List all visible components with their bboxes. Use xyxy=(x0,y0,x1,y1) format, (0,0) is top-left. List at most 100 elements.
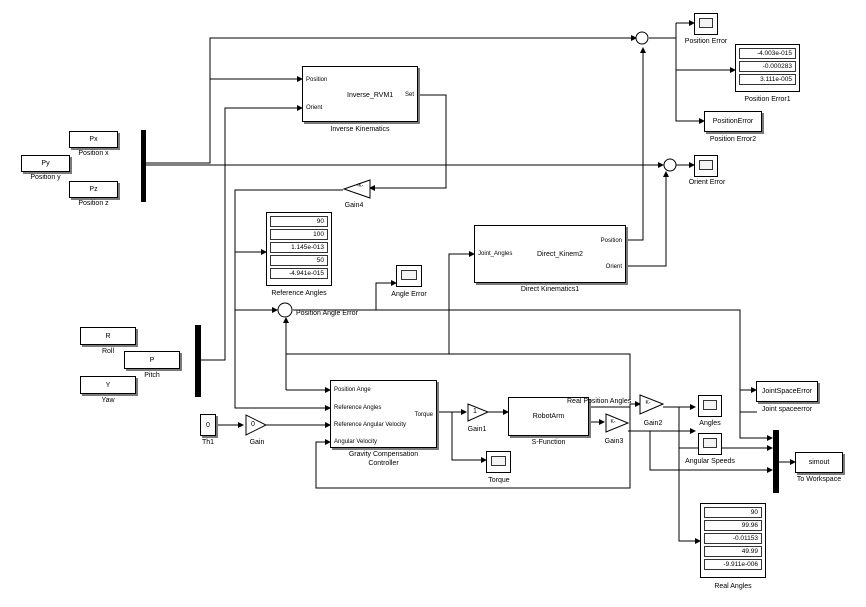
joint-space-error-label: JointSpaceError xyxy=(761,388,813,395)
position-error2-caption: Position Error2 xyxy=(709,136,757,143)
angle-error-scope[interactable] xyxy=(396,265,422,287)
gain3-caption: Gain3 xyxy=(604,438,624,445)
th1-constant-block[interactable]: 0 xyxy=(200,414,216,436)
roll-constant-block[interactable]: R xyxy=(80,327,136,345)
th1-caption: Th1 xyxy=(201,439,215,446)
reference-angles-display[interactable]: 90 100 1.145e-013 50 -4.941e-015 xyxy=(266,212,332,286)
output-mux-bar[interactable] xyxy=(773,430,779,493)
display-value: 1.145e-013 xyxy=(270,242,328,253)
joint-space-error-caption: Joint spaceerror xyxy=(761,406,813,413)
position-error2-block[interactable]: PositionError xyxy=(704,111,762,132)
position-z-caption: Position z xyxy=(78,200,109,207)
orient-error-caption: Orient Error xyxy=(688,179,726,186)
real-angles-display[interactable]: 90 99.96 -0.01153 49.99 -9.911e-006 xyxy=(700,503,766,578)
simout-to-workspace-block[interactable]: simout xyxy=(795,452,843,473)
display-value: 90 xyxy=(704,507,762,518)
position-error1-caption: Position Error1 xyxy=(744,96,791,103)
position-error-scope[interactable] xyxy=(694,13,718,35)
gain-value: 0 xyxy=(251,421,255,428)
real-position-angles-label: Real Position Angles xyxy=(567,398,632,405)
angular-speeds-scope[interactable] xyxy=(698,433,722,455)
position-error2-label: PositionError xyxy=(712,118,754,125)
direct-kinematics-caption: Direct Kinematics1 xyxy=(520,286,580,293)
direct-out-orient: Orient xyxy=(605,264,622,270)
angles-scope[interactable] xyxy=(698,395,722,417)
controller-in-position-ange: Position Ange xyxy=(334,387,371,393)
inverse-block-name: Inverse_RVM1 xyxy=(347,92,394,99)
controller-in-angular-velocity: Angular Velocity xyxy=(334,439,378,445)
gain1-caption: Gain1 xyxy=(467,426,487,433)
sfunction-caption: S-Function xyxy=(531,439,566,446)
controller-in-reference-angles: Reference Angles xyxy=(334,405,382,411)
inverse-in-orient: Orient xyxy=(306,105,323,111)
angular-speeds-caption: Angular Speeds xyxy=(685,458,735,465)
py-constant-block[interactable]: Py xyxy=(21,155,70,172)
position-error-caption: Position Error xyxy=(684,38,728,45)
px-label: Px xyxy=(89,136,98,143)
position-angle-error-label: Position Angle Error xyxy=(296,310,358,317)
display-value: -9.911e-006 xyxy=(704,559,762,570)
display-value: -0.01153 xyxy=(704,533,762,544)
position-x-caption: Position x xyxy=(78,150,109,157)
direct-kinematics-block[interactable]: Joint_Angles Direct_Kinem2 Position Orie… xyxy=(474,225,626,283)
display-value: 3.111e-005 xyxy=(739,74,796,85)
px-constant-block[interactable]: Px xyxy=(69,131,118,148)
direct-block-name: Direct_Kinem2 xyxy=(537,251,583,258)
display-value: 100 xyxy=(270,229,328,240)
yaw-label: Y xyxy=(105,381,111,389)
gain2-label: K- xyxy=(645,400,651,406)
display-value: -0.000283 xyxy=(739,61,796,72)
position-y-caption: Position y xyxy=(30,174,61,181)
display-value: 99.96 xyxy=(704,520,762,531)
gravity-compensation-controller-block[interactable]: Position Ange Reference Angles Reference… xyxy=(330,380,437,448)
position-mux-bar[interactable] xyxy=(141,130,146,202)
direct-in-joint-angles: Joint_Angles xyxy=(478,251,513,257)
controller-in-reference-angular-velocity: Reference Angular Velocity xyxy=(334,422,407,428)
controller-caption-line2: Controller xyxy=(368,460,399,467)
pitch-constant-block[interactable]: P xyxy=(124,351,180,369)
gain1-value: 1 xyxy=(473,408,477,415)
display-value: -4.003e-015 xyxy=(739,48,796,59)
real-angles-caption: Real Angles xyxy=(714,583,752,590)
gain4-label: -K- xyxy=(356,183,364,189)
pz-label: Pz xyxy=(89,186,98,193)
position-error1-display[interactable]: -4.003e-015 -0.000283 3.111e-005 xyxy=(735,44,800,92)
py-label: Py xyxy=(41,160,50,167)
controller-out-torque: Torque xyxy=(414,412,433,418)
reference-angles-caption: Reference Angles xyxy=(271,290,327,297)
display-value: -4.941e-015 xyxy=(270,268,328,279)
angles-caption: Angles xyxy=(699,420,721,427)
inverse-kinematics-caption: Inverse Kinematics xyxy=(330,126,390,133)
angle-error-caption: Angle Error xyxy=(391,291,427,298)
robotarm-label: RobotArm xyxy=(532,413,565,420)
pz-constant-block[interactable]: Pz xyxy=(69,181,118,198)
controller-caption-line1: Gravity Compensation xyxy=(348,451,419,458)
orient-error-scope[interactable] xyxy=(694,155,718,177)
simout-label: simout xyxy=(808,459,830,466)
inverse-kinematics-block[interactable]: Position Orient Inverse_RVM1 Set xyxy=(302,66,418,122)
yaw-constant-block[interactable]: Y xyxy=(80,376,136,394)
pitch-label: P xyxy=(149,356,155,364)
display-value: 90 xyxy=(270,216,328,227)
inverse-in-position: Position xyxy=(306,77,328,83)
joint-space-error-block[interactable]: JointSpaceError xyxy=(756,381,818,402)
roll-caption: Roll xyxy=(101,348,115,355)
yaw-caption: Yaw xyxy=(101,397,115,404)
torque-scope[interactable] xyxy=(486,451,511,473)
gain2-caption: Gain2 xyxy=(643,420,663,427)
inverse-out-set: Set xyxy=(404,92,414,98)
robotarm-sfunction-block[interactable]: RobotArm xyxy=(508,397,589,436)
torque-caption: Torque xyxy=(488,477,510,484)
gain-caption: Gain xyxy=(249,439,265,446)
orientation-mux-bar[interactable] xyxy=(195,325,201,397)
direct-out-position: Position xyxy=(600,238,622,244)
display-value: 49.99 xyxy=(704,546,762,557)
roll-label: R xyxy=(105,332,111,340)
to-workspace-caption: To Workspace xyxy=(796,476,842,483)
gain3-label: K- xyxy=(610,419,616,425)
gain4-caption: Gain4 xyxy=(344,202,364,209)
display-value: 50 xyxy=(270,255,328,266)
pitch-caption: Pitch xyxy=(144,372,160,379)
th1-label: 0 xyxy=(206,421,210,429)
